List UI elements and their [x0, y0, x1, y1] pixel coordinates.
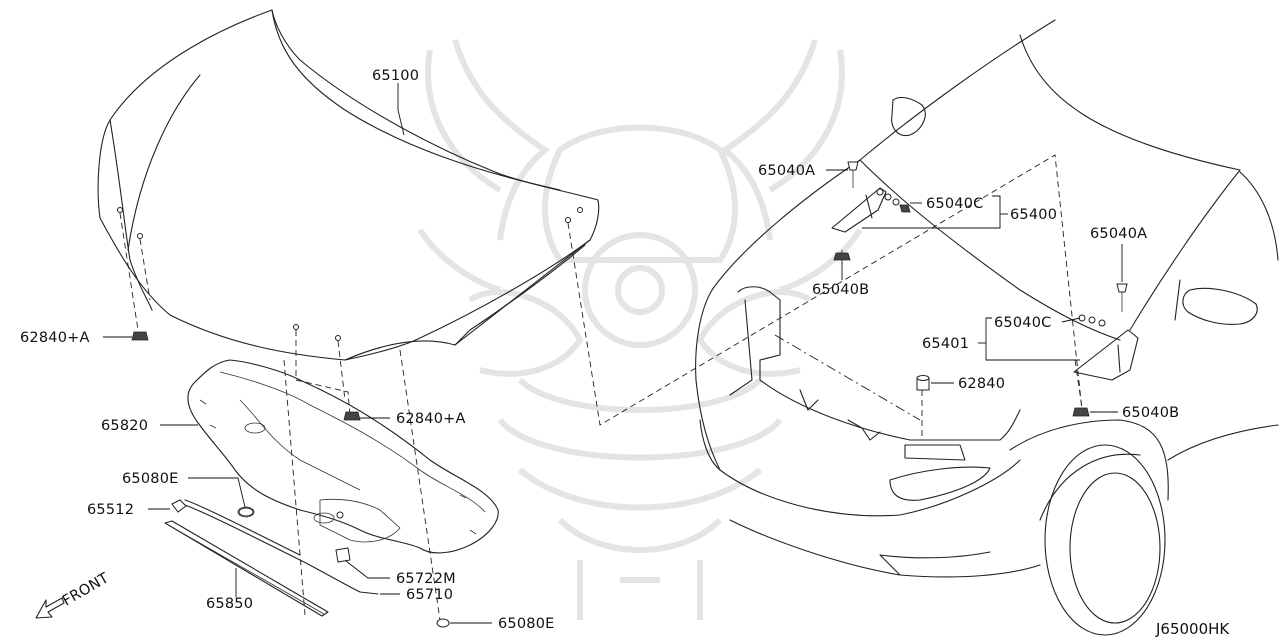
clip-62840A-left	[131, 331, 149, 341]
right-callouts: 65040A 65040C 65400 65040B 65040A 65040C…	[758, 163, 1179, 421]
label-65512: 65512	[87, 502, 134, 518]
samurai-helmet-watermark	[417, 39, 863, 620]
hood-hinge-65400	[831, 161, 911, 261]
label-65040B-top: 65040B	[812, 282, 869, 298]
label-65100: 65100	[372, 68, 419, 84]
label-62840A-mid: 62840+A	[396, 411, 466, 427]
label-65040B-bottom: 65040B	[1122, 405, 1179, 421]
hood-insulator	[187, 359, 499, 554]
hood-stopper-62840	[916, 375, 930, 391]
grommet-65080E-top	[238, 507, 254, 517]
hood-hinge-65401	[1072, 283, 1139, 417]
label-65080E-bottom: 65080E	[498, 616, 555, 632]
hood-panel	[97, 9, 600, 361]
label-62840: 62840	[958, 376, 1005, 392]
label-65040A-right: 65040A	[1090, 226, 1147, 242]
cable-clip-65722M	[335, 511, 351, 563]
grommet-65080E-bottom	[436, 618, 450, 628]
label-65710: 65710	[406, 587, 453, 603]
diagram-code: J65000HK	[1155, 620, 1230, 638]
clip-62840A-mid	[343, 411, 361, 421]
label-65401: 65401	[922, 336, 969, 352]
hood-lock-cable	[171, 499, 379, 595]
vehicle-body	[695, 19, 1279, 636]
front-arrow-icon: FRONT	[35, 570, 112, 619]
front-label: FRONT	[60, 570, 112, 609]
label-65040C-bottom: 65040C	[994, 315, 1051, 331]
left-callouts: 65100 62840+A 62840+A 65820 65080E 65512…	[20, 68, 555, 632]
label-65040C-top: 65040C	[926, 196, 983, 212]
label-65040A-left: 65040A	[758, 163, 815, 179]
label-65080E-top: 65080E	[122, 471, 179, 487]
label-65850: 65850	[206, 596, 253, 612]
label-65820: 65820	[101, 418, 148, 434]
label-65400: 65400	[1010, 207, 1057, 223]
hood-seal-strip	[164, 520, 329, 617]
label-65722M: 65722M	[396, 571, 456, 587]
hood-alignment-lines	[119, 154, 1083, 621]
label-62840A-left: 62840+A	[20, 330, 90, 346]
